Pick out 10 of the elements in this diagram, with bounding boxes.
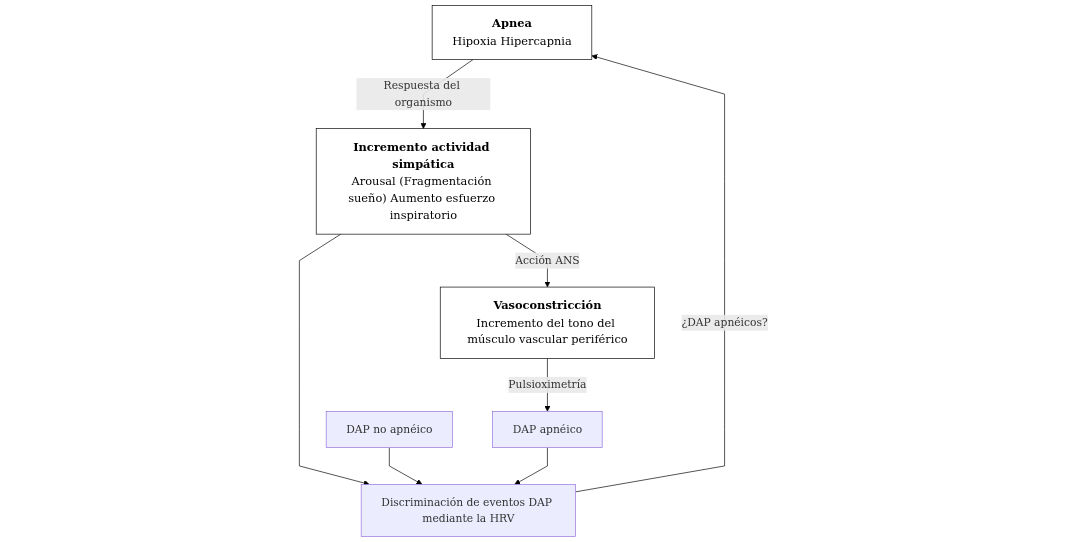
node-box: DAP no apnéico (325, 411, 453, 448)
edge-label: ¿DAP apnéicos? (681, 316, 768, 329)
edge-label: Pulsioximetría (508, 378, 587, 391)
edge-label: Acción ANS (515, 253, 580, 267)
node-box: DAP apnéico (492, 411, 603, 448)
node-box: Discriminación de eventos DAP mediante la HRV (360, 484, 576, 537)
edge-label: Respuesta del organismo (383, 79, 460, 109)
node-box: Incremento actividad simpática Arousal (Fragmentación sueño) Aumento esfuerzo inspiratorio (315, 128, 531, 235)
node-box: Vasoconstricción Incremento del tono del músculo vascular periférico (439, 286, 655, 359)
node-box: Apnea Hipoxia Hipercapnia (431, 5, 593, 60)
